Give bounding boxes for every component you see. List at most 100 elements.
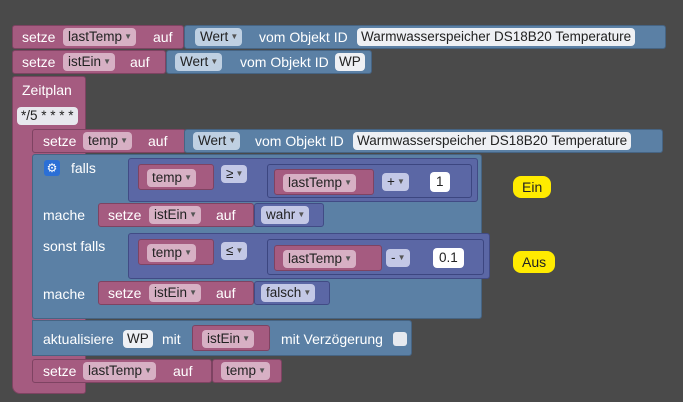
- get-value-block[interactable]: Wert▼ vom Objekt ID WP: [166, 50, 372, 74]
- variable-dropdown[interactable]: istEin▼: [63, 53, 116, 71]
- keyword-auf: auf: [216, 207, 236, 223]
- variable-label: istEin: [154, 207, 188, 222]
- boolean-block[interactable]: wahr▼: [254, 203, 324, 227]
- object-id-field[interactable]: WP: [123, 330, 153, 348]
- boolean-label: falsch: [266, 285, 302, 300]
- set-lastTemp-block[interactable]: setze lastTemp▼ auf: [32, 359, 212, 383]
- delay-checkbox[interactable]: [393, 332, 407, 346]
- chevron-down-icon: ▼: [258, 366, 267, 375]
- variable-dropdown[interactable]: istEin▼: [202, 330, 255, 348]
- variable-label: istEin: [154, 285, 188, 300]
- operator-label: ≤: [226, 243, 234, 258]
- variable-block-temp[interactable]: temp▼: [138, 164, 214, 190]
- chevron-down-icon: ▼: [184, 173, 193, 182]
- variable-dropdown[interactable]: temp▼: [147, 244, 197, 262]
- boolean-label: wahr: [266, 207, 296, 222]
- chevron-down-icon: ▼: [303, 288, 312, 297]
- math-operator-dropdown[interactable]: -▼: [386, 249, 410, 267]
- get-value-block[interactable]: Wert▼ vom Objekt ID Warmwasserspeicher D…: [184, 25, 666, 49]
- variable-dropdown[interactable]: lastTemp▼: [283, 174, 357, 192]
- chevron-down-icon: ▼: [397, 253, 406, 262]
- variable-dropdown[interactable]: temp▼: [147, 169, 197, 187]
- boolean-dropdown[interactable]: wahr▼: [261, 206, 310, 224]
- keyword-setze: setze: [22, 54, 56, 70]
- boolean-block[interactable]: falsch▼: [254, 281, 330, 305]
- chevron-down-icon: ▼: [228, 136, 237, 145]
- object-id-field[interactable]: Warmwasserspeicher DS18B20 Temperature: [357, 28, 636, 46]
- variable-dropdown[interactable]: lastTemp▼: [283, 250, 357, 268]
- chevron-down-icon: ▼: [344, 178, 353, 187]
- variable-dropdown[interactable]: lastTemp▼: [83, 362, 157, 380]
- chevron-down-icon: ▼: [103, 57, 112, 66]
- keyword-setze: setze: [108, 207, 142, 223]
- keyword-falls: falls: [71, 160, 96, 176]
- set-istEin-block[interactable]: setze istEin▼ auf: [98, 281, 254, 305]
- chevron-down-icon: ▼: [235, 246, 244, 255]
- chevron-down-icon: ▼: [189, 210, 198, 219]
- chevron-down-icon: ▼: [210, 57, 219, 66]
- chevron-down-icon: ▼: [297, 210, 306, 219]
- variable-dropdown[interactable]: lastTemp▼: [63, 28, 137, 46]
- keyword-auf: auf: [153, 29, 173, 45]
- boolean-dropdown[interactable]: falsch▼: [261, 284, 316, 302]
- variable-dropdown[interactable]: temp▼: [221, 362, 271, 380]
- attribute-label: Wert: [200, 29, 229, 44]
- variable-label: lastTemp: [288, 175, 343, 190]
- keyword-mache: mache: [43, 286, 86, 302]
- chevron-down-icon: ▼: [184, 248, 193, 257]
- operator-dropdown[interactable]: ≥▼: [221, 165, 248, 183]
- compare-block-1[interactable]: temp▼ ≥▼ lastTemp▼ +▼ 1: [128, 158, 478, 202]
- chevron-down-icon: ▼: [344, 254, 353, 263]
- object-id-field[interactable]: WP: [335, 53, 365, 71]
- math-operator-dropdown[interactable]: +▼: [382, 173, 409, 191]
- keyword-auf: auf: [173, 363, 193, 379]
- variable-dropdown[interactable]: istEin▼: [149, 284, 202, 302]
- keyword-mit: mit: [162, 331, 181, 347]
- keyword-auf: auf: [216, 285, 236, 301]
- label-vom-objekt: vom Objekt ID: [240, 54, 329, 70]
- set-lastTemp-block[interactable]: setze lastTemp▼ auf: [12, 25, 184, 49]
- operator-dropdown[interactable]: ≤▼: [221, 242, 248, 260]
- chevron-down-icon: ▼: [189, 288, 198, 297]
- cron-field[interactable]: */5 * * * *: [17, 107, 78, 125]
- number-field[interactable]: 0.1: [433, 248, 464, 268]
- math-block[interactable]: lastTemp▼ -▼ 0.1: [267, 239, 484, 275]
- attribute-dropdown[interactable]: Wert▼: [175, 53, 223, 71]
- variable-dropdown[interactable]: istEin▼: [149, 206, 202, 224]
- operator-label: +: [387, 174, 395, 189]
- set-istEin-block[interactable]: setze istEin▼ auf: [98, 203, 254, 227]
- set-istEin-block[interactable]: setze istEin▼ auf: [12, 50, 166, 74]
- keyword-setze: setze: [108, 285, 142, 301]
- variable-block-lastTemp[interactable]: lastTemp▼: [274, 169, 374, 195]
- schedule-title: Zeitplan: [22, 82, 72, 98]
- get-value-block[interactable]: Wert▼ vom Objekt ID Warmwasserspeicher D…: [184, 129, 663, 153]
- compare-block-2[interactable]: temp▼ ≤▼ lastTemp▼ -▼ 0.1: [128, 233, 490, 279]
- variable-label: lastTemp: [88, 363, 143, 378]
- math-block[interactable]: lastTemp▼ +▼ 1: [267, 164, 472, 198]
- set-temp-block[interactable]: setze temp▼ auf: [32, 129, 186, 153]
- variable-label: temp: [152, 245, 183, 260]
- update-value-block[interactable]: istEin▼: [192, 325, 270, 351]
- label-mit-verzoegerung: mit Verzögerung: [281, 331, 383, 347]
- variable-block-lastTemp[interactable]: lastTemp▼: [274, 245, 382, 271]
- chevron-down-icon: ▼: [120, 136, 129, 145]
- comment-ein[interactable]: Ein: [513, 176, 552, 198]
- variable-block-temp[interactable]: temp▼: [212, 359, 282, 383]
- chevron-down-icon: ▼: [242, 334, 251, 343]
- gear-icon[interactable]: ⚙: [44, 160, 60, 176]
- keyword-auf: auf: [148, 133, 168, 149]
- attribute-dropdown[interactable]: Wert▼: [195, 28, 243, 46]
- operator-label: -: [391, 250, 396, 265]
- chevron-down-icon: ▼: [230, 32, 239, 41]
- number-field[interactable]: 1: [430, 172, 450, 192]
- variable-block-temp[interactable]: temp▼: [138, 239, 214, 265]
- variable-label: temp: [152, 170, 183, 185]
- comment-aus[interactable]: Aus: [513, 251, 556, 273]
- label-vom-objekt: vom Objekt ID: [259, 29, 348, 45]
- variable-label: lastTemp: [288, 251, 343, 266]
- chevron-down-icon: ▼: [144, 366, 153, 375]
- variable-dropdown[interactable]: temp▼: [83, 132, 133, 150]
- attribute-dropdown[interactable]: Wert▼: [193, 132, 241, 150]
- variable-label: istEin: [207, 331, 241, 346]
- object-id-field[interactable]: Warmwasserspeicher DS18B20 Temperature: [353, 132, 632, 150]
